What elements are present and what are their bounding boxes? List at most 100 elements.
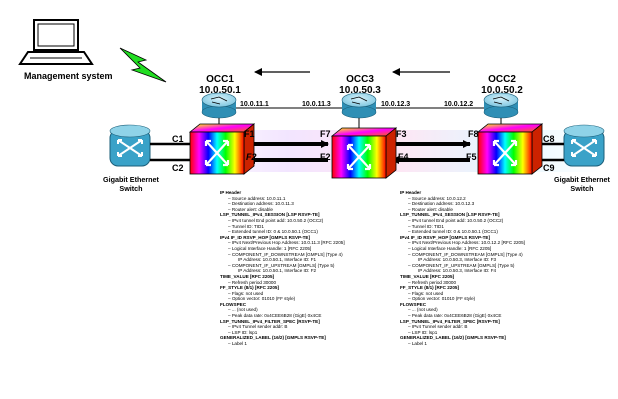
port-f2-left: F2 bbox=[246, 152, 257, 162]
panel-item: – COMPONENT_IF_DOWNSTREAM [GMPLS] (Type … bbox=[408, 251, 523, 257]
port-c8: C8 bbox=[543, 134, 555, 144]
panel-item: – LSP ID: lsp1 bbox=[228, 329, 258, 335]
port-c2: C2 bbox=[172, 163, 184, 173]
panel-heading: FLOWSPEC bbox=[220, 301, 247, 307]
panel-item: – IPv4 Tunnel sender addr: B bbox=[408, 324, 468, 330]
link-address-1: 10.0.11.1 bbox=[240, 101, 269, 108]
panel-item: – COMPONENT_IF_UPSTREAM [GMPLS] (Type 5) bbox=[228, 262, 335, 268]
occ1-address: 10.0.50.1 bbox=[199, 85, 241, 96]
panel-heading: FF_STYLE (8/1) [RFC 2205] bbox=[220, 285, 279, 291]
panel-item: – LSP ID: lsp1 bbox=[408, 329, 438, 335]
panel-item: – IPv4 Tunnel sender addr: B bbox=[228, 324, 288, 330]
panel-item: – Option vector: 01010 (FF style) bbox=[408, 296, 476, 302]
panel-heading: LSP_TUNNEL_IPv4_FILTER_SPEC [RSVP-TE] bbox=[400, 318, 500, 324]
panel-item: – Logical Interface Handle: 1 [RFC 2205] bbox=[228, 245, 312, 251]
panel-item: – Logical Interface Handle: 1 [RFC 2205] bbox=[408, 245, 492, 251]
occ1-label: OCC1 10.0.50.1 bbox=[194, 74, 246, 96]
panel-heading: LSP_TUNNEL_IPv4_SESSION [LSP RSVP-TE] bbox=[400, 212, 500, 218]
panel-item: – COMPONENT_IF_DOWNSTREAM [GMPLS] (Type … bbox=[228, 251, 343, 257]
panel-item: – Router alert: disable bbox=[408, 206, 453, 212]
lightning-icon bbox=[119, 47, 167, 83]
panel-subitem: IP Address: 10.0.50.3, Interface ID: F4 bbox=[418, 268, 497, 274]
switch-left-line2: Switch bbox=[119, 184, 143, 193]
switch-label-left: Gigabit Ethernet Switch bbox=[90, 175, 172, 193]
panel-heading: IPv4 IF_ID RSVP_HOP [GMPLS RSVP-TE] bbox=[220, 234, 311, 240]
panel-item: – Label 1 bbox=[228, 341, 247, 347]
panel-heading: IP Header bbox=[400, 190, 422, 195]
panel-item: – Destination address: 10.0.11.3 bbox=[228, 201, 294, 207]
occ1-name: OCC1 bbox=[206, 74, 234, 85]
panel-item: – Tunnel ID: TID1 bbox=[228, 223, 264, 229]
link-address-3: 10.0.12.3 bbox=[381, 101, 411, 108]
port-f8: F8 bbox=[468, 129, 479, 139]
switch-icon-right bbox=[563, 124, 605, 167]
switch-label-right: Gigabit Ethernet Switch bbox=[546, 175, 618, 193]
panel-item: – Peak data rate: 0x4CEE6B28 (GigE) 0x4C… bbox=[228, 313, 322, 319]
oxc-icon-middle bbox=[330, 127, 398, 179]
panel-item: – Flags: not used bbox=[228, 290, 264, 296]
panel-item: – IPv4 tunnel End point add: 10.0.50.2 (… bbox=[228, 217, 324, 223]
occ2-name: OCC2 bbox=[488, 74, 516, 85]
oxc-icon-right bbox=[476, 123, 544, 175]
panel-item: – Extended tunnel ID: 0 & 10.0.50.1 (OCC… bbox=[408, 229, 498, 235]
panel-item: – Router alert: disable bbox=[228, 206, 273, 212]
panel-item: – Source address: 10.0.12.2 bbox=[408, 195, 466, 201]
router-icon-occ1 bbox=[201, 92, 237, 119]
panel-item: – Destination address: 10.0.12.3 bbox=[408, 201, 475, 207]
port-c9: C9 bbox=[543, 163, 555, 173]
switch-left-line1: Gigabit Ethernet bbox=[103, 175, 159, 184]
link-address-2: 10.0.11.3 bbox=[302, 101, 331, 108]
panel-heading: GENERALIZED_LABEL (16/2) [GMPLS RSVP-TE] bbox=[400, 335, 506, 341]
panel-item: – Refresh period 30000 bbox=[228, 279, 277, 285]
occ2-address: 10.0.50.2 bbox=[481, 85, 523, 96]
panel-heading: GENERALIZED_LABEL (16/2) [GMPLS RSVP-TE] bbox=[220, 335, 326, 341]
computer-icon bbox=[18, 19, 94, 65]
panel-item: – Flags: not used bbox=[408, 290, 444, 296]
router-icon-occ2 bbox=[483, 92, 519, 119]
panel-item: – Refresh period 30000 bbox=[408, 279, 457, 285]
port-f1: F1 bbox=[244, 129, 255, 139]
switch-right-line1: Gigabit Ethernet bbox=[554, 175, 610, 184]
panel-heading: LSP_TUNNEL_IPv4_SESSION [LSP RSVP-TE] bbox=[220, 212, 320, 218]
panel-item: – Source address: 10.0.11.1 bbox=[228, 195, 286, 201]
panel-item: – ... (not used) bbox=[228, 307, 258, 313]
panel-subitem: IP Address: 10.0.50.3, Interface ID: F3 bbox=[418, 257, 497, 263]
panel-item: – IPv4 Next/Previous Hop Address: 10.0.1… bbox=[228, 240, 345, 246]
panel-heading: TIME_VALUE [RFC 2205] bbox=[220, 273, 275, 279]
port-f5: F5 bbox=[466, 152, 477, 162]
port-f2-middle: F2 bbox=[320, 152, 331, 162]
panel-item: – IPv4 Next/Previous Hop Address: 10.0.1… bbox=[408, 240, 525, 246]
port-f7: F7 bbox=[320, 129, 331, 139]
oxc-icon-left bbox=[188, 123, 256, 175]
panel-item: – IPv4 tunnel End point add: 10.0.50.2 (… bbox=[408, 217, 504, 223]
panel-item: – Extended tunnel ID: 0 & 10.0.50.1 (OCC… bbox=[228, 229, 318, 235]
router-icon-occ3 bbox=[341, 92, 377, 119]
occ2-label: OCC2 10.0.50.2 bbox=[474, 74, 530, 96]
panel-subitem: IP Address: 10.0.50.1, Interface ID: F2 bbox=[238, 268, 317, 274]
panel-item: – Option vector: 01010 (FF style) bbox=[228, 296, 296, 302]
switch-right-line2: Switch bbox=[570, 184, 594, 193]
management-system-label: Management system bbox=[24, 71, 113, 81]
panel-heading: IPv4 IF_ID RSVP_HOP [GMPLS RSVP-TE] bbox=[400, 234, 491, 240]
panel-item: – Tunnel ID: TID1 bbox=[408, 223, 444, 229]
rsvp-message-panel-right: IP Header– Source address: 10.0.12.2– De… bbox=[400, 190, 570, 347]
panel-item: – Label 1 bbox=[408, 341, 427, 347]
link-address-4: 10.0.12.2 bbox=[444, 101, 474, 108]
panel-item: – COMPONENT_IF_UPSTREAM [GMPLS] (Type 5) bbox=[408, 262, 515, 268]
panel-heading: LSP_TUNNEL_IPv4_FILTER_SPEC [RSVP-TE] bbox=[220, 318, 320, 324]
rsvp-message-panel-left: IP Header– Source address: 10.0.11.1– De… bbox=[220, 190, 380, 347]
panel-heading: FF_STYLE (8/1) [RFC 2205] bbox=[400, 285, 459, 291]
panel-subitem: IP Address: 10.0.50.1, Interface ID: F1 bbox=[238, 257, 317, 263]
panel-item: – ... (not used) bbox=[408, 307, 438, 313]
panel-heading: IP Header bbox=[220, 190, 242, 195]
switch-icon-left bbox=[109, 124, 151, 167]
panel-item: – Peak data rate: 0x4CEE6B28 (GigE) 0x4C… bbox=[408, 313, 502, 319]
occ3-name: OCC3 bbox=[346, 74, 374, 85]
port-c1: C1 bbox=[172, 134, 184, 144]
occ3-label: OCC3 10.0.50.3 bbox=[332, 74, 388, 96]
port-f3: F3 bbox=[396, 129, 407, 139]
port-f4: F4 bbox=[398, 152, 409, 162]
panel-heading: TIME_VALUE [RFC 2205] bbox=[400, 273, 455, 279]
